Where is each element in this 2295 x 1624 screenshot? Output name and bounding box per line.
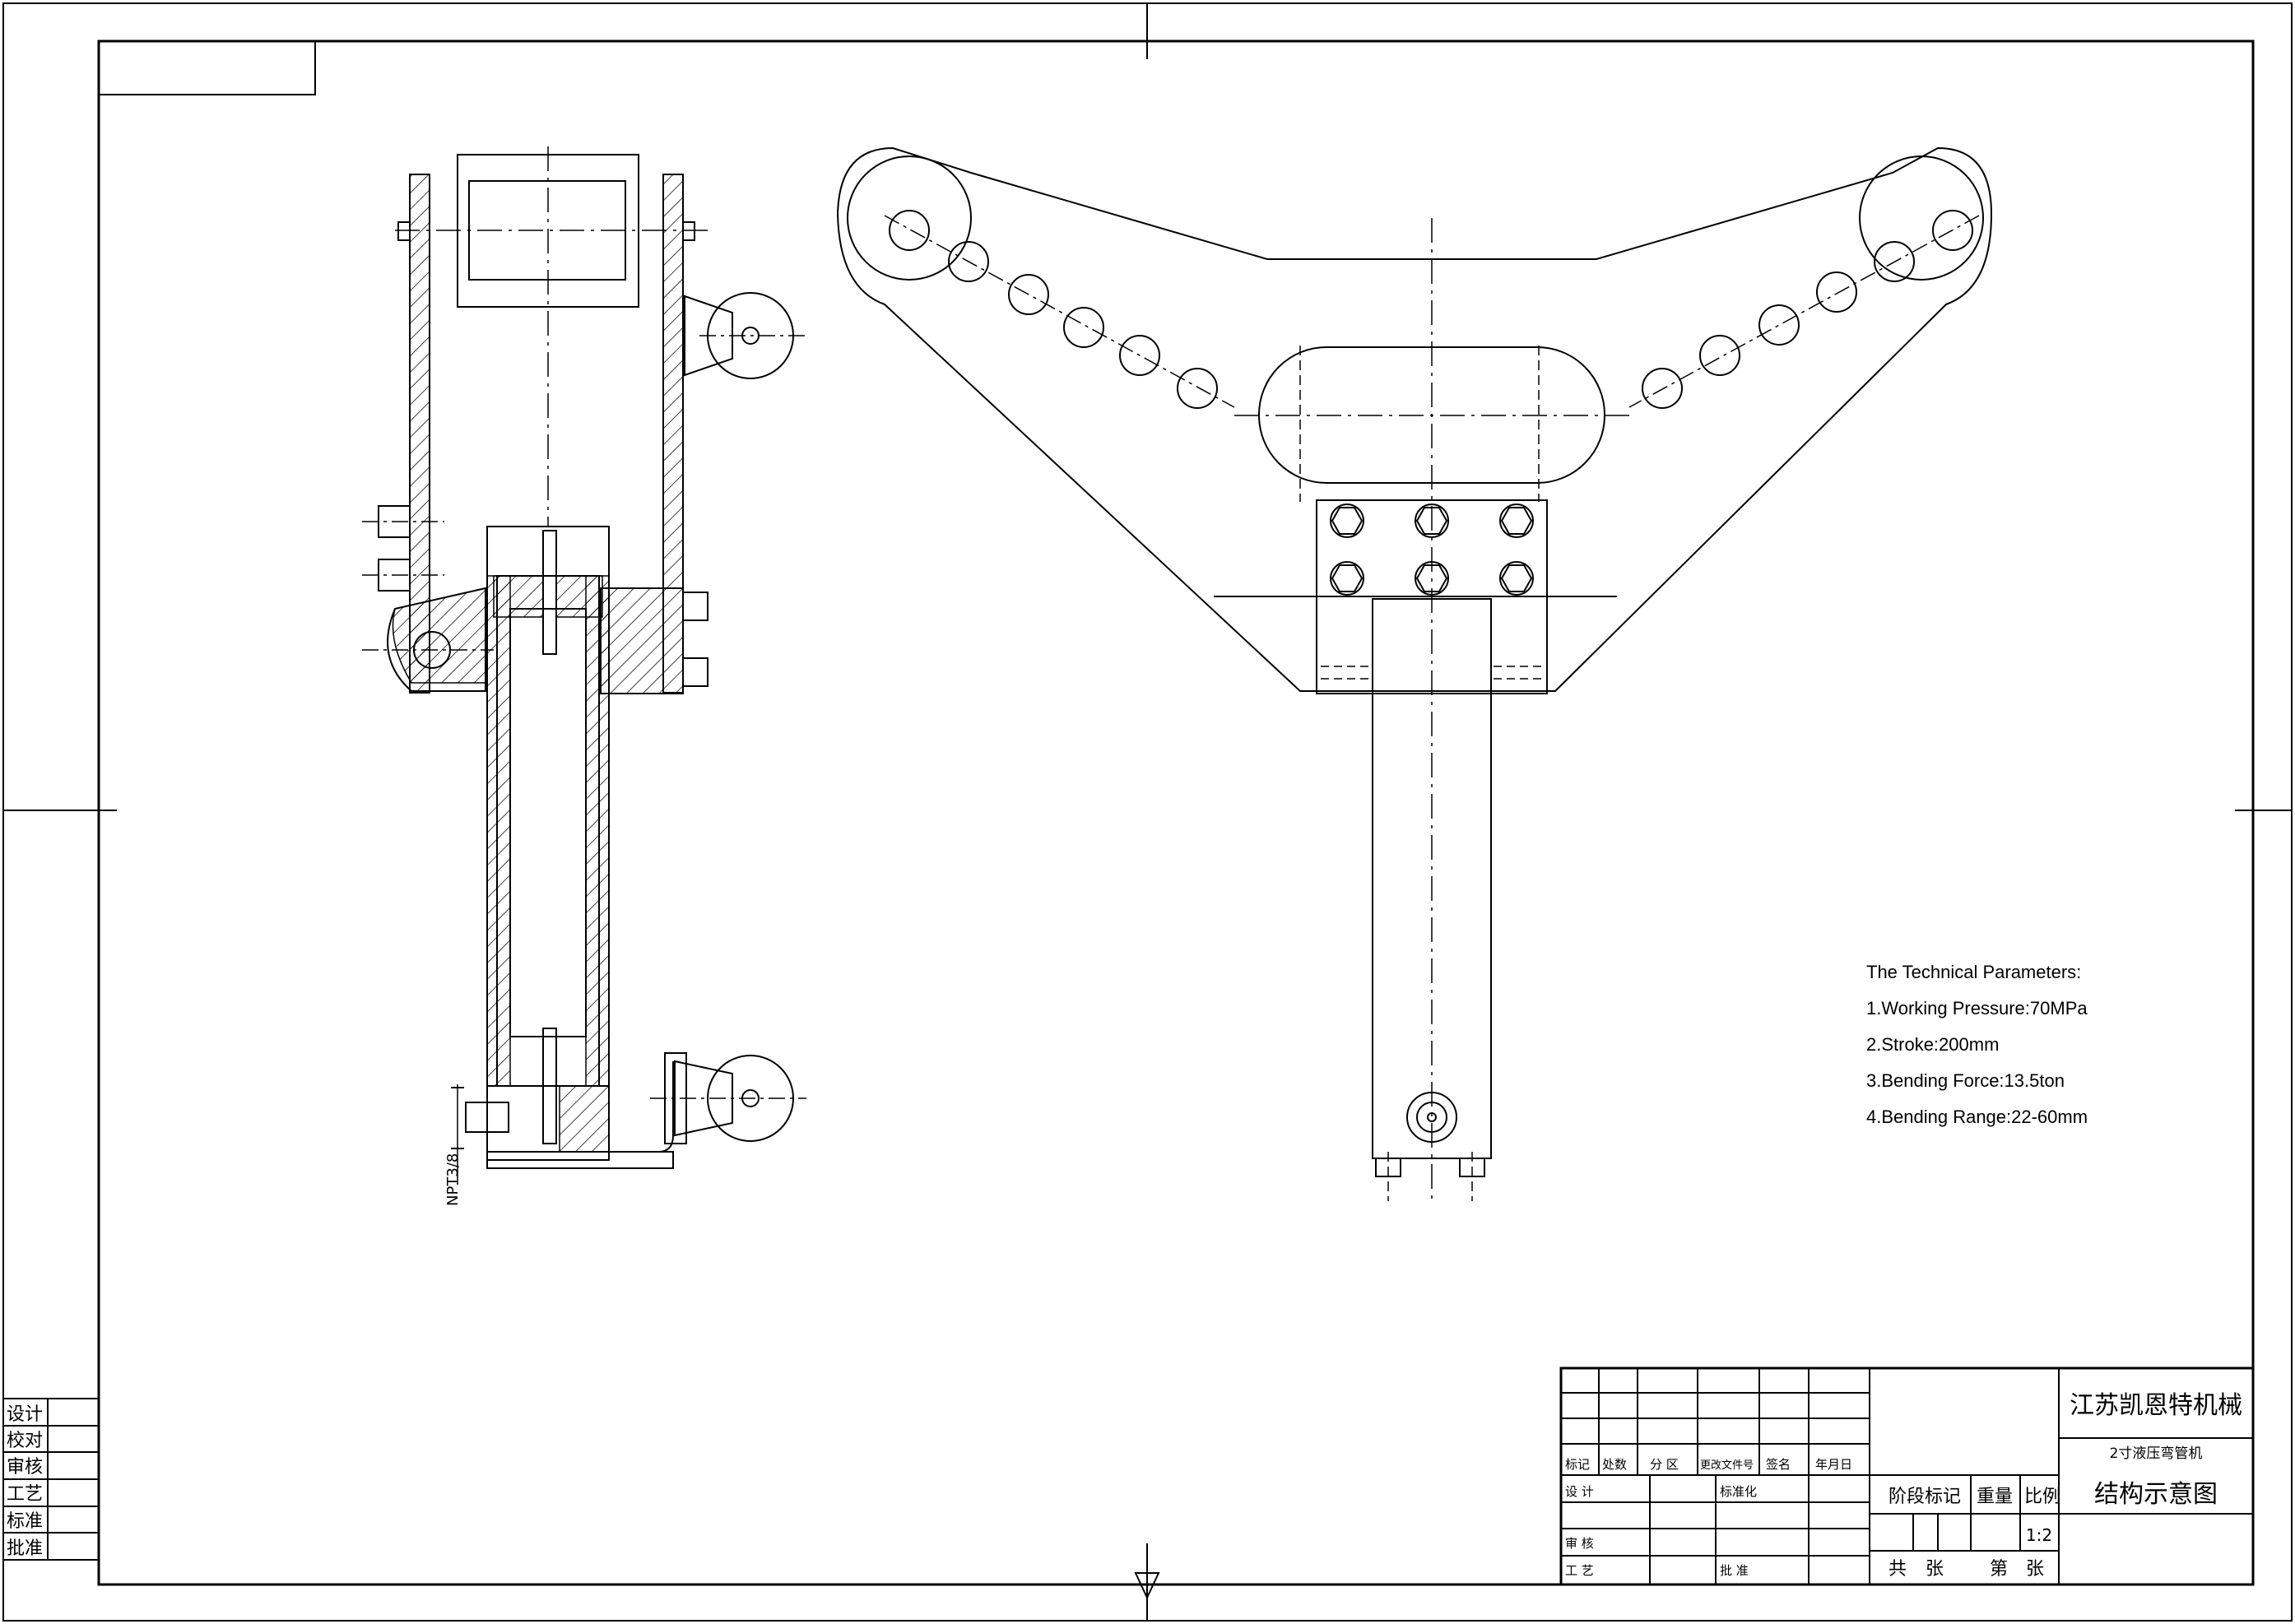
left-revision-table (2, 1398, 100, 1561)
left-row-approve: 批准 (7, 1538, 43, 1559)
header-mark: 标记 (1565, 1457, 1590, 1472)
sheet2-label: 张 (2026, 1559, 2044, 1580)
port-label: NPT3/8 (444, 1153, 462, 1206)
param-force: 3.Bending Force:13.5ton (1866, 1070, 2065, 1091)
left-row-standard: 标准 (7, 1511, 43, 1532)
design-label: 设 计 (1565, 1484, 1594, 1499)
ratio-label: 比例 (2024, 1487, 2060, 1507)
review-label: 审 核 (1565, 1536, 1594, 1551)
technical-parameters: The Technical Parameters: 1.Working Pres… (1866, 954, 2088, 1135)
header-sign: 签名 (1766, 1457, 1791, 1472)
left-row-review: 审核 (7, 1457, 43, 1478)
orientation-triangle (1134, 1572, 1160, 1600)
header-zone: 分 区 (1650, 1457, 1679, 1472)
ram-eye (1406, 1092, 1457, 1143)
param-range: 4.Bending Range:22-60mm (1866, 1107, 2088, 1127)
company-name: 江苏凯恩特机械 (2070, 1391, 2242, 1420)
sheet-no-label: 第 (1990, 1559, 2008, 1580)
standardization-label: 标准化 (1720, 1484, 1757, 1499)
ram (1372, 598, 1492, 1159)
title-block (1559, 1366, 2255, 1586)
bending-frame (836, 146, 1993, 692)
process-label: 工 艺 (1565, 1563, 1594, 1578)
param-stroke: 2.Stroke:200mm (1866, 1034, 2000, 1055)
pin-holes-left (889, 210, 1218, 409)
weight-label: 重量 (1977, 1487, 2013, 1507)
drawing-name: 结构示意图 (2094, 1480, 2218, 1509)
left-row-check: 校对 (7, 1431, 43, 1451)
param-pressure: 1.Working Pressure:70MPa (1866, 998, 2088, 1018)
pin-holes-right (1642, 210, 1973, 409)
header-change-doc: 更改文件号 (1700, 1459, 1754, 1472)
oil-port (465, 1102, 509, 1133)
sheet-label: 张 (1926, 1559, 1944, 1580)
section-hatching (392, 174, 684, 1153)
header-count: 处数 (1602, 1457, 1627, 1472)
params-title: The Technical Parameters: (1866, 962, 2082, 982)
left-row-process: 工艺 (7, 1484, 43, 1505)
product-name: 2寸液压弯管机 (2110, 1445, 2203, 1462)
left-row-design: 设计 (7, 1404, 43, 1425)
corner-box (98, 40, 316, 95)
header-date: 年月日 (1815, 1457, 1852, 1472)
front-view (836, 146, 1993, 1201)
inner-border (97, 39, 2255, 1586)
approve-label: 批 准 (1720, 1563, 1749, 1578)
stage-mark-label: 阶段标记 (1888, 1487, 1961, 1507)
hex-bolts (1330, 503, 1534, 596)
ratio-value: 1:2 (2026, 1525, 2052, 1545)
total-label: 共 (1888, 1559, 1907, 1580)
